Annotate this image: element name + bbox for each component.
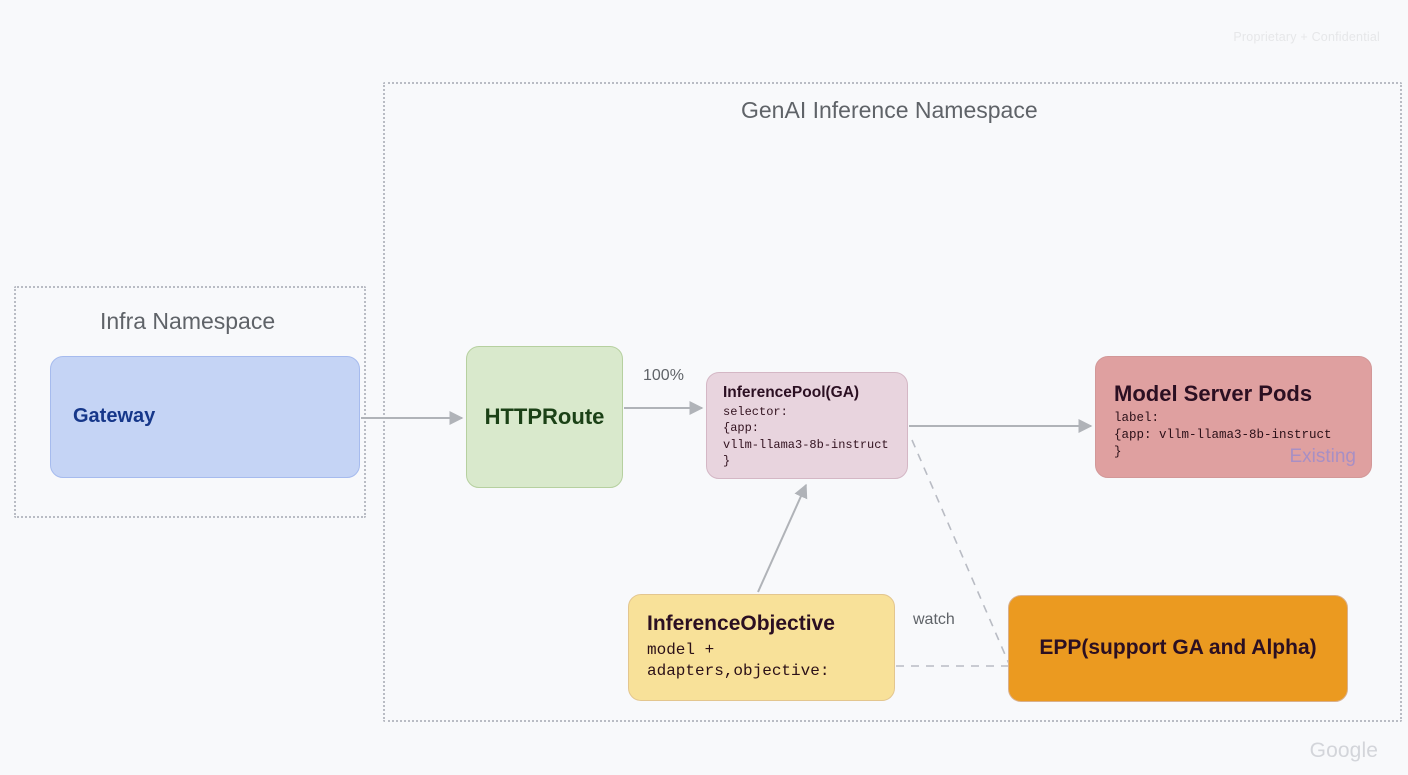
node-model-server-pods-label: label: {app: vllm-llama3-8b-instruct } — [1114, 410, 1332, 459]
genai-namespace-title: GenAI Inference Namespace — [741, 97, 1038, 123]
node-gateway[interactable]: Gateway — [50, 356, 360, 478]
node-inferencepool-title: InferencePool(GA) — [723, 384, 860, 401]
node-inference-objective[interactable]: InferenceObjective model + adapters,obje… — [628, 594, 895, 701]
status-badge-existing: Existing — [1289, 446, 1356, 467]
infra-namespace-container — [14, 286, 366, 518]
edge-label-watch: watch — [913, 611, 955, 628]
node-httproute-title: HTTPRoute — [484, 404, 605, 430]
edge-label-percent: 100% — [643, 367, 684, 384]
node-inferencepool[interactable]: InferencePool(GA) selector: {app: vllm-l… — [706, 372, 908, 479]
node-gateway-title: Gateway — [73, 405, 156, 428]
genai-namespace-container — [383, 82, 1402, 722]
node-model-server-pods-title: Model Server Pods — [1114, 381, 1313, 406]
node-epp-title: EPP(support GA and Alpha) — [1039, 636, 1317, 660]
node-inferencepool-selector: selector: {app: vllm-llama3-8b-instruct … — [723, 405, 889, 468]
infra-namespace-title: Infra Namespace — [100, 308, 276, 334]
node-httproute[interactable]: HTTPRoute — [466, 346, 623, 488]
node-inference-objective-detail: model + adapters,objective: — [647, 640, 830, 681]
node-model-server-pods[interactable]: Model Server Pods label: {app: vllm-llam… — [1095, 356, 1372, 478]
google-logo: Google — [1309, 739, 1378, 762]
confidential-watermark: Proprietary + Confidential — [1233, 30, 1380, 44]
node-epp[interactable]: EPP(support GA and Alpha) — [1008, 595, 1348, 702]
node-inference-objective-title: InferenceObjective — [647, 612, 835, 635]
